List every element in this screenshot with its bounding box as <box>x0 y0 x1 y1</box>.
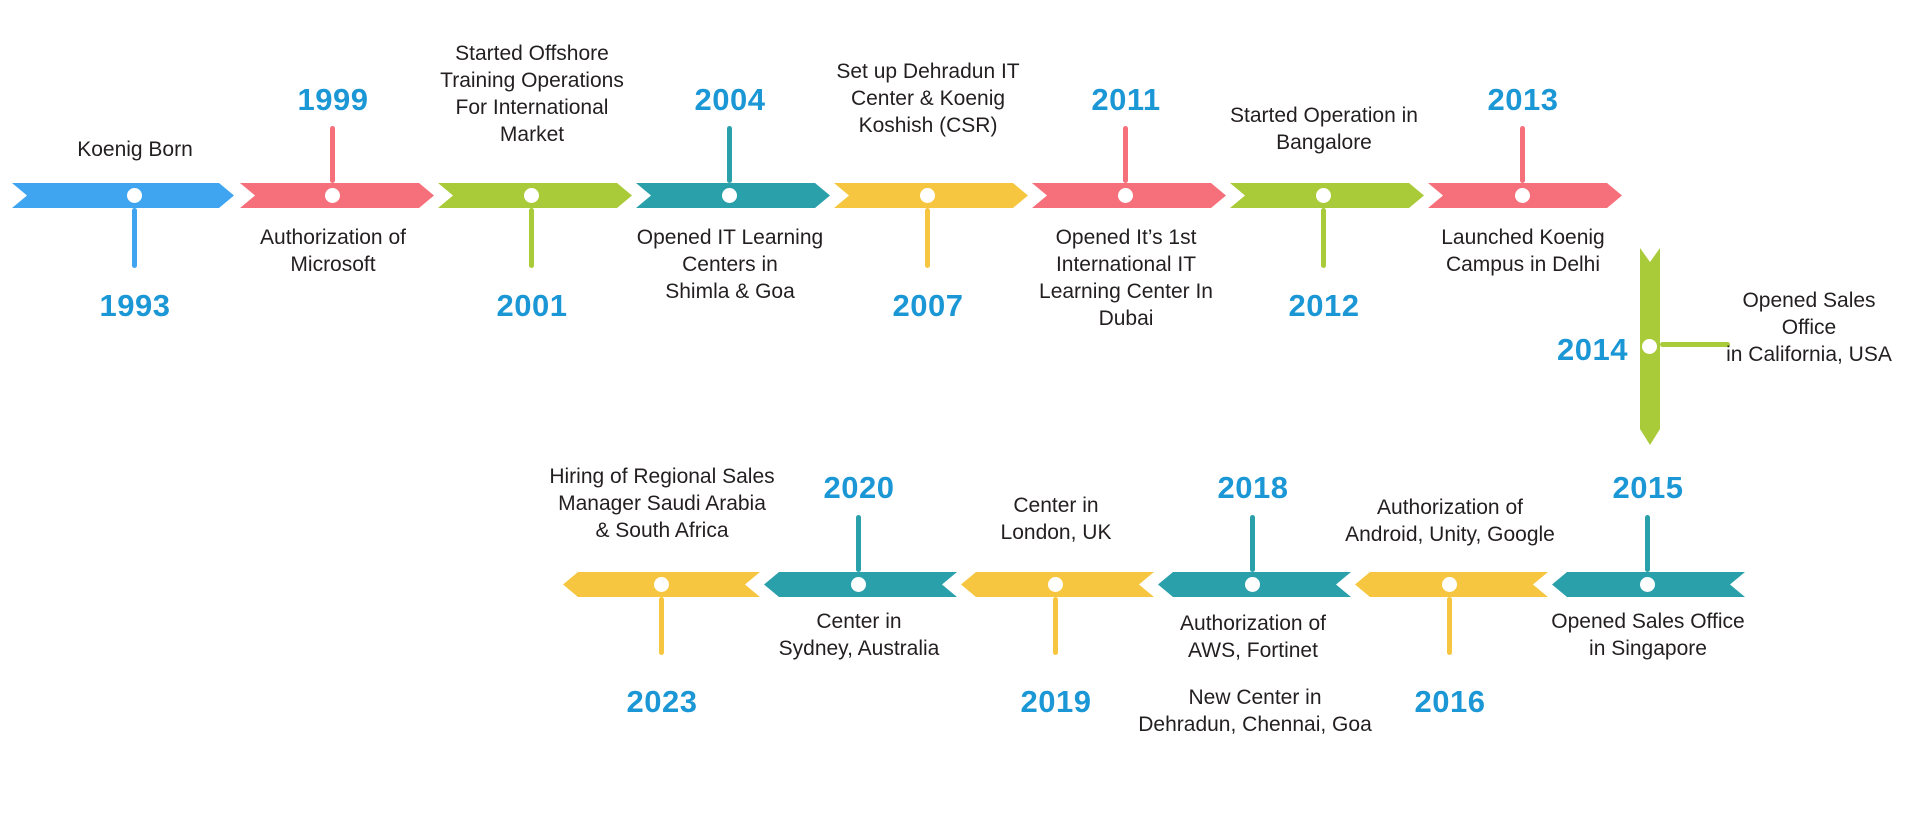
connector-stem-2018 <box>1250 515 1255 572</box>
connector-stem-2012 <box>1321 208 1326 268</box>
year-label-2018: 2018 <box>1217 470 1289 505</box>
timeline-node-dot <box>1118 188 1133 203</box>
event-label-2015: Opened Sales Office in Singapore <box>1551 610 1745 660</box>
connector-stem-2023 <box>659 597 664 655</box>
event-label-2020: Center in Sydney, Australia <box>778 610 940 660</box>
event-label-2019: Center in London, UK <box>1000 494 1112 544</box>
event-label-2018: Authorization of AWS, Fortinet <box>1180 612 1326 662</box>
event-label-2011: Opened It’s 1st International IT Learnin… <box>1039 226 1213 330</box>
event-label-1993: Koenig Born <box>77 138 193 161</box>
timeline-node-dot <box>325 188 340 203</box>
year-label-1999: 1999 <box>297 82 369 117</box>
year-label-2015: 2015 <box>1612 470 1684 505</box>
connector-stem-2015 <box>1645 515 1650 572</box>
connector-stem-2019 <box>1053 597 1058 655</box>
event-label-2012: Started Operation in Bangalore <box>1230 104 1418 154</box>
connector-stem-1993 <box>132 208 137 268</box>
timeline-node-dot <box>1048 577 1063 592</box>
timeline-node-dot <box>1442 577 1457 592</box>
timeline-node-dot <box>654 577 669 592</box>
timeline-node-dot <box>851 577 866 592</box>
connector-stem-2004 <box>727 126 732 183</box>
year-label-2004: 2004 <box>694 82 766 117</box>
event-label-2023: Hiring of Regional Sales Manager Saudi A… <box>549 465 775 542</box>
event-label-2016-new-centers: New Center in Dehradun, Chennai, Goa <box>1138 686 1372 736</box>
timeline-node-dot <box>1642 339 1657 354</box>
event-label-1999: Authorization of Microsoft <box>260 226 406 276</box>
connector-stem-2016 <box>1447 597 1452 655</box>
timeline-node-dot <box>722 188 737 203</box>
year-label-2011: 2011 <box>1091 82 1161 117</box>
year-label-2019: 2019 <box>1020 684 1092 719</box>
timeline-node-dot <box>127 188 142 203</box>
year-label-2012: 2012 <box>1288 288 1360 323</box>
timeline-node-dot <box>1640 577 1655 592</box>
timeline-node-dot <box>1245 577 1260 592</box>
year-label-2016: 2016 <box>1414 684 1486 719</box>
year-label-2001: 2001 <box>496 288 568 323</box>
connector-stem-2007 <box>925 208 930 268</box>
event-label-2001: Started Offshore Training Operations For… <box>440 42 624 146</box>
connector-stem-2011 <box>1123 126 1128 183</box>
event-label-2007: Set up Dehradun IT Center & Koenig Koshi… <box>836 60 1020 137</box>
year-label-2014: 2014 <box>1557 332 1628 367</box>
connector-line-2014 <box>1660 342 1730 347</box>
timeline-segment-1993 <box>12 183 234 208</box>
year-label-2020: 2020 <box>823 470 895 505</box>
timeline-node-dot <box>524 188 539 203</box>
connector-stem-2013 <box>1520 126 1525 183</box>
timeline-node-dot <box>1515 188 1530 203</box>
year-label-2007: 2007 <box>892 288 964 323</box>
year-label-2023: 2023 <box>626 684 698 719</box>
event-label-2004: Opened IT Learning Centers in Shimla & G… <box>636 226 824 303</box>
timeline-node-dot <box>1316 188 1331 203</box>
event-label-2014: Opened Sales Office in California, USA <box>1726 289 1892 366</box>
year-label-1993: 1993 <box>99 288 171 323</box>
timeline-node-dot <box>920 188 935 203</box>
event-label-2013: Launched Koenig Campus in Delhi <box>1441 226 1605 276</box>
connector-stem-1999 <box>330 126 335 183</box>
connector-stem-2001 <box>529 208 534 268</box>
year-label-2013: 2013 <box>1487 82 1559 117</box>
connector-stem-2020 <box>856 515 861 572</box>
event-label-2016: Authorization of Android, Unity, Google <box>1345 496 1555 546</box>
